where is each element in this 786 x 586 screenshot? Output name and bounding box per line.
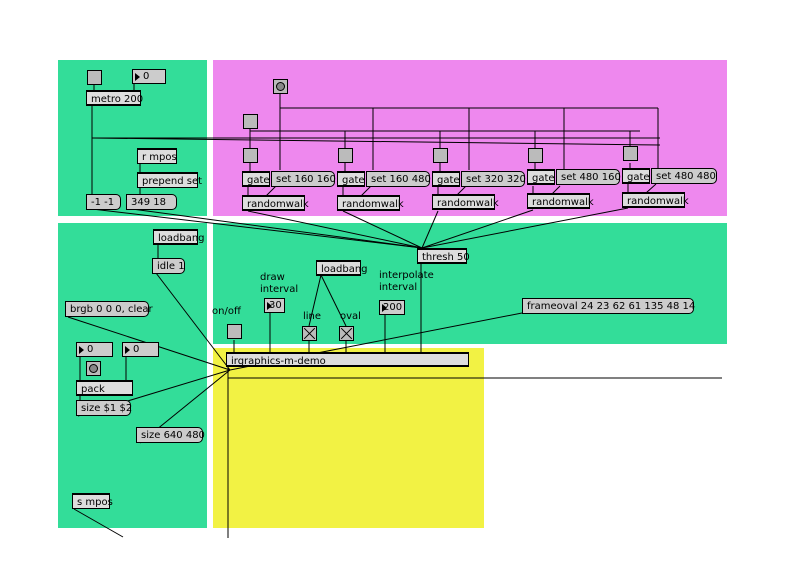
metro-toggle[interactable]	[87, 70, 102, 85]
gate-toggle-1[interactable]	[243, 148, 258, 163]
line-label: line	[303, 311, 322, 322]
size-fixed-message[interactable]: size 640 480	[136, 427, 205, 443]
line-toggle[interactable]	[302, 326, 317, 341]
thresh-object[interactable]: thresh 50	[417, 248, 470, 264]
set-message-5[interactable]: set 480 480	[651, 168, 717, 184]
gate-object-1[interactable]: gate	[242, 171, 270, 187]
prepend-set-object[interactable]: prepend set	[137, 172, 202, 188]
gate-toggle-4[interactable]	[528, 148, 543, 163]
metro-object[interactable]: metro 200	[86, 90, 143, 106]
randomwalk-object-1[interactable]: randomwalk	[242, 195, 309, 211]
brgb-message[interactable]: brgb 0 0 0, clear	[65, 301, 153, 317]
oval-toggle[interactable]	[339, 326, 354, 341]
frameoval-message[interactable]: frameoval 24 23 62 61 135 48 14	[522, 298, 695, 314]
gate-toggle-2[interactable]	[338, 148, 353, 163]
bang-button[interactable]	[273, 79, 288, 94]
bang-icon	[276, 82, 285, 91]
pack-object[interactable]: pack	[76, 380, 133, 396]
number-box-height[interactable]: 0	[122, 342, 159, 357]
s-mpos-object[interactable]: s mpos	[72, 493, 113, 509]
panel-setup	[58, 223, 207, 528]
on-off-label: on/off	[212, 306, 241, 317]
gate-object-4[interactable]: gate	[527, 169, 555, 185]
on-off-toggle[interactable]	[227, 324, 242, 339]
bang-icon	[89, 364, 98, 373]
draw-interval-label: draw interval	[260, 272, 299, 295]
gate-toggle-5[interactable]	[623, 146, 638, 161]
gate-toggle-3[interactable]	[433, 148, 448, 163]
loadbang-object-2[interactable]: loadbang	[316, 260, 368, 276]
randomwalk-object-5[interactable]: randomwalk	[622, 192, 689, 208]
irgraphics-object[interactable]: irgraphics-m-demo	[226, 352, 469, 367]
randomwalk-object-4[interactable]: randomwalk	[527, 193, 594, 209]
size-variable-message[interactable]: size $1 $2	[76, 400, 132, 416]
randomwalk-object-2[interactable]: randomwalk	[337, 195, 404, 211]
number-box-width[interactable]: 0	[76, 342, 113, 357]
gate-object-5[interactable]: gate	[622, 168, 650, 184]
draw-interval-number[interactable]: 30	[264, 298, 285, 313]
master-toggle[interactable]	[243, 114, 258, 129]
metro-number-box[interactable]: 0	[132, 69, 166, 84]
gate-object-2[interactable]: gate	[337, 171, 365, 187]
idle-message[interactable]: idle 1	[152, 258, 185, 274]
interpolate-interval-number[interactable]: 200	[379, 300, 405, 315]
oval-label: oval	[340, 311, 361, 322]
set-message-3[interactable]: set 320 320	[461, 171, 526, 187]
message-mouse-pos[interactable]: 349 18	[126, 194, 177, 210]
randomwalk-object-3[interactable]: randomwalk	[432, 194, 499, 210]
panel-controls	[213, 223, 727, 344]
interpolate-interval-label: interpolate interval	[379, 270, 434, 293]
message-neg-one[interactable]: -1 -1	[86, 194, 121, 210]
gate-object-3[interactable]: gate	[432, 171, 460, 187]
loadbang-object-1[interactable]: loadbang	[153, 229, 205, 245]
r-mpos-object[interactable]: r mpos	[137, 148, 177, 164]
pack-bang-button[interactable]	[86, 361, 101, 376]
set-message-2[interactable]: set 160 480	[366, 171, 431, 187]
set-message-1[interactable]: set 160 160	[271, 171, 336, 187]
set-message-4[interactable]: set 480 160	[556, 169, 621, 185]
